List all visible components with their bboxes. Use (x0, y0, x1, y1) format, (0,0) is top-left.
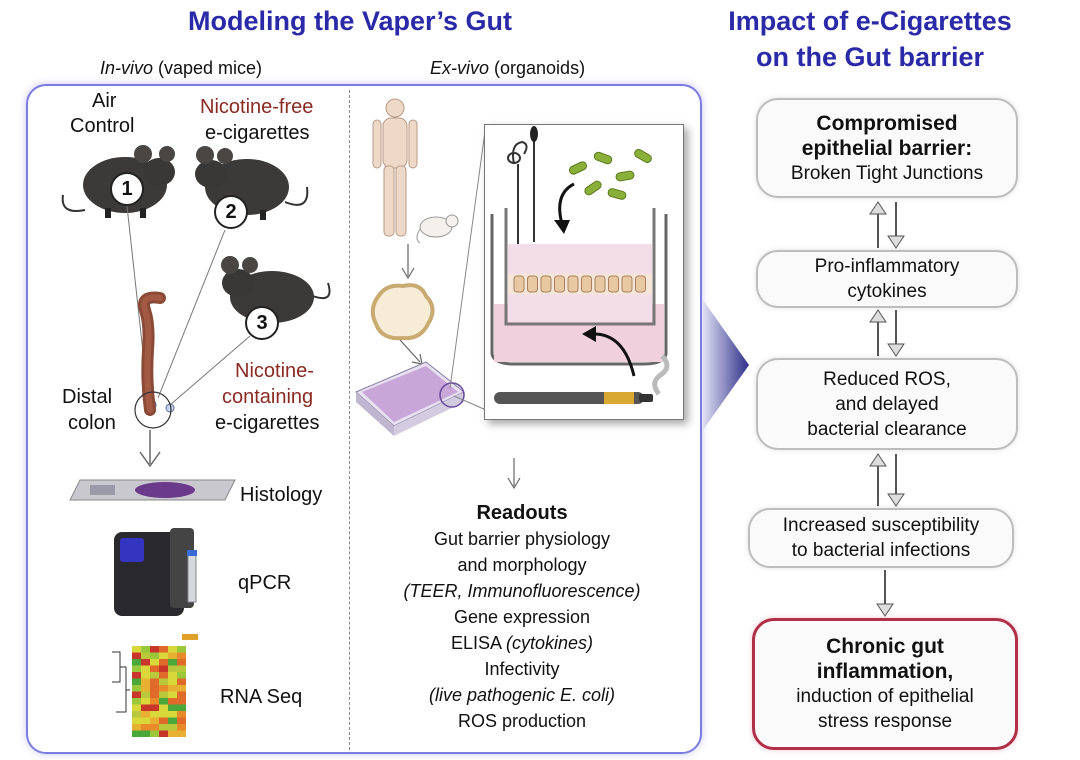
exvivo-rest: (organoids) (489, 58, 586, 78)
heatmap-icon (112, 634, 198, 737)
impact-box-cytokines-line-1: Pro-inflammatory (814, 256, 960, 277)
nicotine-containing-label-1: Nicotine- (235, 360, 314, 382)
impact-box-cytokines: Pro-inflammatory cytokines (756, 250, 1018, 308)
readout-item: and morphology (457, 555, 587, 575)
distal-colon-label-2: colon (68, 412, 116, 434)
nicotine-free-label-1: Nicotine-free (200, 96, 314, 118)
exvivo-subtitle: Ex-vivo (organoids) (430, 58, 585, 79)
nicotine-containing-label-2: containing (222, 386, 314, 408)
mouse-3-number: 3 (245, 306, 279, 340)
down-arrow-icon (876, 570, 894, 617)
readout-item: (live pathogenic E. coli) (428, 685, 616, 705)
impact-box-susceptibility-line-2: to bacterial infections (791, 540, 971, 561)
air-control-label-2: Control (70, 115, 135, 137)
impact-box-barrier-title-2: epithelial barrier: (801, 136, 973, 160)
bidirectional-arrow-icon (869, 201, 905, 249)
human-figure-icon (372, 98, 418, 237)
impact-box-chronic-title-1: Chronic gut (826, 635, 944, 658)
nicotine-free-label-2: e-cigarettes (205, 122, 310, 144)
impact-box-susceptibility-line-1: Increased susceptibility (782, 515, 980, 536)
readout-item: (TEER, Immunofluorescence) (403, 581, 641, 601)
readout-item: Gene expression (453, 607, 591, 627)
mouse-1-number: 1 (110, 172, 144, 206)
impact-box-barrier: Compromised epithelial barrier: Broken T… (756, 98, 1018, 198)
qpcr-label: qPCR (238, 572, 292, 594)
impact-box-barrier-text: Broken Tight Junctions (790, 162, 984, 184)
main-panel (26, 84, 702, 754)
histology-slide-icon (69, 479, 236, 501)
impact-box-barrier-title-1: Compromised (816, 111, 958, 135)
mouse-2-number: 2 (214, 195, 248, 229)
air-control-label-1: Air (92, 90, 117, 112)
right-title-line2: on the Gut barrier (755, 42, 985, 72)
bidirectional-arrow-icon (869, 453, 905, 507)
impact-box-ros: Reduced ROS, and delayed bacterial clear… (756, 358, 1018, 450)
impact-box-ros-line-3: bacterial clearance (807, 418, 967, 440)
colon-icon (134, 291, 172, 429)
right-title-line1: Impact of e-Cigarettes (728, 6, 1012, 36)
readout-item: ELISA (cytokines) (362, 630, 682, 656)
readouts-block: Readouts Gut barrier physiology and morp… (362, 500, 682, 734)
exvivo-italic: Ex-vivo (430, 58, 490, 78)
impact-box-ros-line-2: and delayed (835, 393, 939, 415)
invivo-rest: (vaped mice) (153, 58, 263, 78)
impact-box-chronic-line-1: induction of epithelial (796, 686, 974, 707)
invivo-italic: In-vivo (100, 58, 154, 78)
readout-item: ROS production (457, 711, 587, 731)
down-arrow-icon (139, 430, 161, 468)
qpcr-machine-icon (114, 528, 197, 616)
readout-item: Gut barrier physiology (433, 529, 611, 549)
readouts-heading: Readouts (476, 502, 568, 524)
zoom-lines (449, 123, 487, 411)
impact-box-chronic-title-2: inflammation, (816, 660, 954, 683)
big-arrow-icon (703, 300, 749, 430)
well-plate-icon (355, 361, 465, 436)
histology-label: Histology (240, 484, 323, 506)
readout-elisa-detail: (cytokines) (506, 633, 594, 653)
impact-box-cytokines-line-2: cytokines (847, 281, 927, 302)
organoid-icon (370, 283, 435, 341)
readout-item: Infectivity (484, 659, 560, 679)
down-arrow-icon (401, 244, 415, 280)
impact-box-ros-line-1: Reduced ROS, (823, 368, 951, 390)
panel-divider (349, 90, 350, 750)
transwell-diagram-icon (490, 126, 670, 404)
invivo-subtitle: In-vivo (vaped mice) (100, 58, 262, 79)
lab-mouse-icon (416, 214, 459, 244)
impact-box-susceptibility: Increased susceptibility to bacterial in… (748, 508, 1014, 568)
left-title: Modeling the Vaper’s Gut (187, 6, 513, 36)
rnaseq-label: RNA Seq (220, 686, 303, 708)
down-arrow-icon (507, 458, 521, 490)
nicotine-containing-label-3: e-cigarettes (215, 412, 320, 434)
distal-colon-label-1: Distal (62, 386, 113, 408)
impact-box-chronic-line-2: stress response (817, 711, 953, 732)
bidirectional-arrow-icon (869, 309, 905, 357)
readout-elisa: ELISA (450, 633, 506, 653)
impact-box-chronic-inflammation: Chronic gut inflammation, induction of e… (752, 618, 1018, 750)
